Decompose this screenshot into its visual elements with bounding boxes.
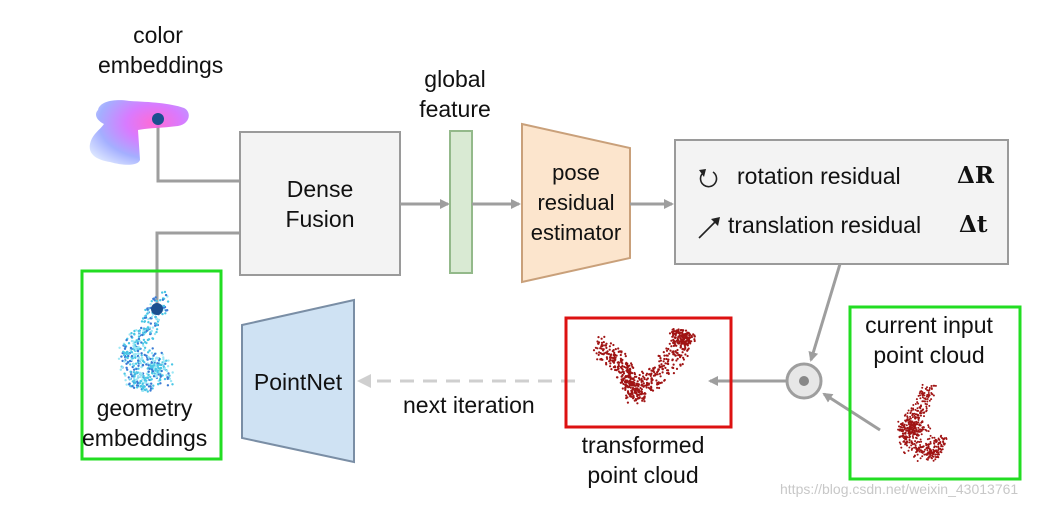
geometry-embeddings-label: geometry embeddings	[82, 395, 208, 451]
current-input-label: current input point cloud	[865, 312, 993, 368]
geometry-connector	[155, 231, 240, 308]
input-point-cloud	[897, 383, 948, 462]
translation-icon-head	[711, 217, 720, 226]
rotation-residual-label: rotation residual	[737, 163, 901, 189]
rotation-icon-head	[699, 169, 706, 177]
global-feature-label: global feature	[419, 66, 491, 122]
color-embedding-image	[89, 100, 189, 165]
pose-estimator-shape	[521, 122, 631, 284]
color-connector	[156, 120, 240, 183]
color-embeddings-label: color embeddings	[98, 22, 224, 78]
rotation-icon	[699, 171, 718, 188]
arrow-residual-to-operator	[808, 263, 842, 362]
dense-fusion-label: Dense Fusion	[285, 175, 355, 232]
geometry-point-cloud	[117, 290, 174, 393]
transformed-point-cloud	[592, 328, 696, 405]
pose-estimator-label: pose residual estimator	[530, 160, 622, 245]
transformed-highlight-box	[564, 316, 733, 429]
rotation-symbol: ΔR	[957, 162, 994, 189]
global-feature-bar	[449, 130, 473, 274]
arrow-input-to-operator	[822, 392, 881, 432]
pointnet-shape	[241, 298, 355, 464]
translation-symbol: Δt	[959, 211, 988, 238]
pointnet-label: PointNet	[253, 369, 343, 395]
transform-operator-dot	[799, 376, 809, 386]
geometry-highlight-box	[80, 269, 223, 461]
translation-residual-label: translation residual	[728, 212, 922, 238]
input-highlight-box	[848, 305, 1022, 481]
transformed-label: transformed point cloud	[581, 432, 705, 488]
geometry-dot	[151, 303, 163, 315]
residual-box	[674, 139, 1009, 265]
dense-fusion-box	[239, 131, 401, 276]
next-iteration-label: next iteration	[403, 392, 535, 418]
watermark: https://blog.csdn.net/weixin_43013761	[780, 481, 1019, 497]
